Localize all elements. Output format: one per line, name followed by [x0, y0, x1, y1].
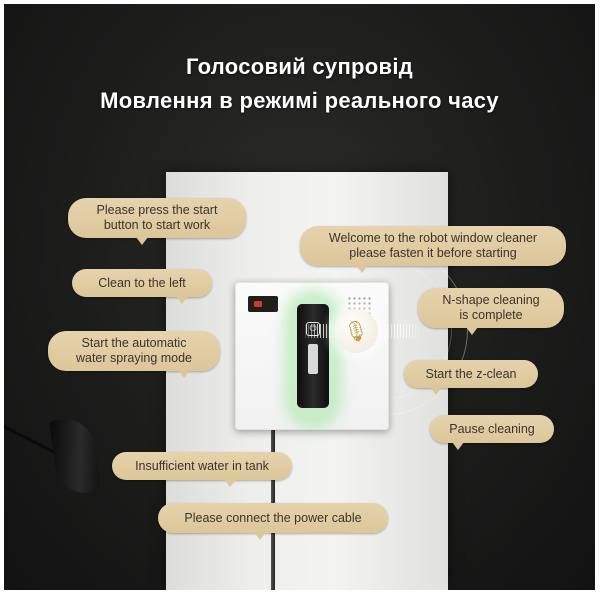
sound-wave-right: [382, 324, 422, 338]
product-banner: Голосовий супровід Мовлення в режимі реа…: [4, 4, 595, 590]
robot-display: [248, 296, 278, 312]
prompt-water-spray: Start the automatic water spraying mode: [48, 331, 220, 371]
prompt-connect-power: Please connect the power cable: [158, 503, 388, 533]
robot-handle: ⏻: [297, 304, 329, 408]
title-line-2: Мовлення в режимі реального часу: [100, 88, 499, 113]
bubble-tail: [356, 265, 368, 273]
bubble-tail: [452, 442, 464, 450]
bubble-tail: [254, 532, 266, 540]
prompt-welcome: Welcome to the robot window cleaner plea…: [300, 226, 566, 266]
bubble-tail: [224, 479, 236, 487]
prompt-low-water: Insufficient water in tank: [112, 452, 292, 480]
bubble-tail: [430, 387, 442, 395]
prompt-clean-left: Clean to the left: [72, 269, 212, 297]
robot-window-cleaner: ⏻: [235, 282, 389, 430]
prompt-z-clean: Start the z-clean: [404, 360, 538, 388]
bubble-tail: [136, 237, 148, 245]
lamp-shade: [48, 415, 102, 497]
sound-wave-left: [302, 324, 342, 338]
prompt-pause: Pause cleaning: [430, 415, 554, 443]
bubble-tail: [466, 327, 478, 335]
handle-indicator: [308, 344, 318, 374]
prompt-press-start: Please press the start button to start w…: [68, 198, 246, 238]
prompt-n-shape: N-shape cleaning is complete: [418, 288, 564, 328]
bubble-tail: [178, 370, 190, 378]
microphone-icon: 🎙: [334, 309, 378, 353]
bubble-tail: [176, 296, 188, 304]
title-line-1: Голосовий супровід: [185, 54, 414, 79]
